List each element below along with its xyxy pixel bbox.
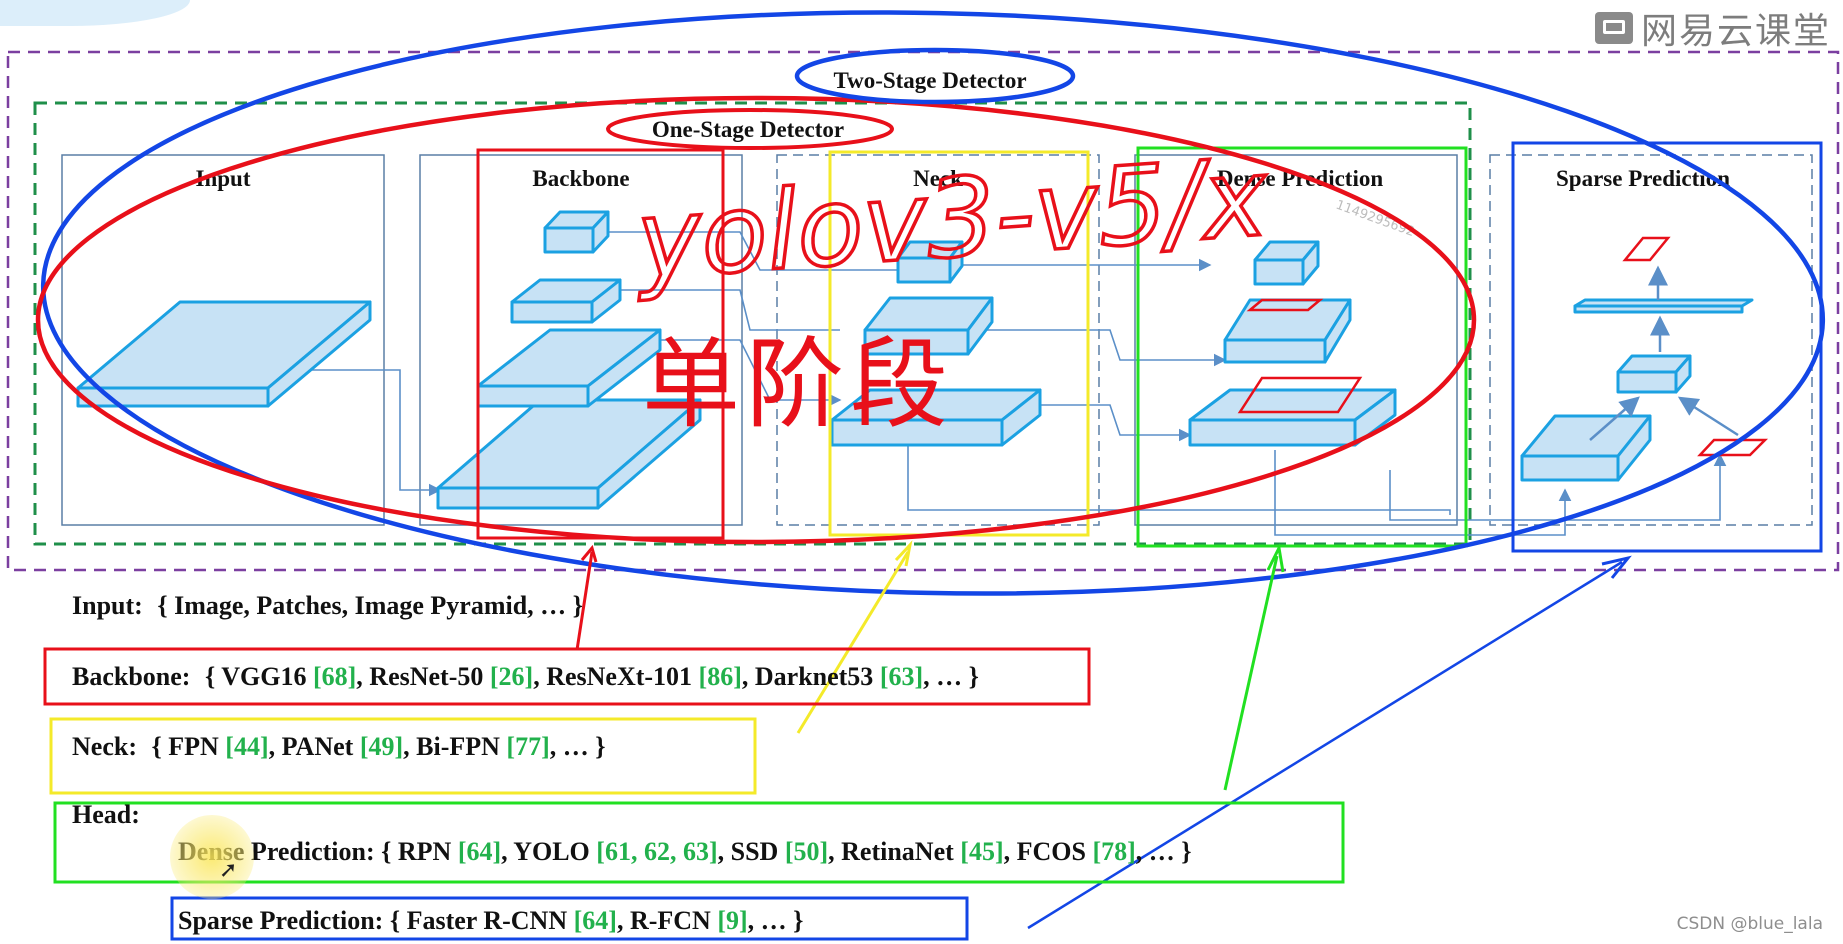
neck-legend-text: { FPN: [151, 732, 225, 761]
mouse-cursor-icon: ➚: [219, 858, 238, 883]
neck-legend-ref: [77]: [506, 732, 549, 761]
detection-boxes: [1237, 236, 1769, 457]
neck-legend-ref: [49]: [360, 732, 403, 761]
neck-legend-box: [49, 717, 757, 795]
input-legend-label: Input:: [72, 591, 143, 620]
dense-legend-text: , … }: [1136, 837, 1192, 866]
neck-legend-text: , PANet: [269, 732, 360, 761]
neck-legend-ref: [44]: [225, 732, 268, 761]
neck-legend-items: { FPN [44], PANet [49], Bi-FPN [77], … }: [151, 732, 605, 761]
sparse-arrows: [1589, 265, 1739, 441]
dense-legend: Dense Prediction: { RPN [64], YOLO [61, …: [178, 837, 1192, 866]
neck-panel: [776, 154, 1100, 526]
sparse-panel-title: Sparse Prediction: [1556, 166, 1730, 191]
neck-legend: Neck: { FPN [44], PANet [49], Bi-FPN [77…: [72, 732, 605, 761]
backbone-legend-text: , ResNeXt-101: [533, 662, 698, 691]
backbone-legend-text: , ResNet-50: [356, 662, 490, 691]
backbone-legend-ref: [63]: [880, 662, 923, 691]
dense-legend-text: , SSD: [718, 837, 785, 866]
sparse-legend-ref: [64]: [574, 906, 617, 935]
faint-id: 1149295692: [1334, 198, 1417, 240]
sparse-legend-box: [170, 896, 969, 941]
backbone-legend-text: , … }: [923, 662, 979, 691]
dense-highlight-box: [1136, 146, 1468, 548]
backbone-legend-ref: [26]: [490, 662, 533, 691]
input-legend-text: { Image, Patches, Image Pyramid, … }: [157, 591, 583, 620]
connectors: [310, 231, 1727, 536]
backbone-legend-text: { VGG16: [205, 662, 313, 691]
two-stage-title-ellipse: [794, 47, 1076, 105]
sparse-legend-ref: [9]: [717, 906, 747, 935]
handwritten-yolo-label: yolov3-v5/x: [630, 135, 1272, 304]
one-stage-frame: [33, 101, 1472, 546]
backbone-panel-title: Backbone: [532, 166, 629, 191]
head-legend-label: Head:: [72, 800, 140, 829]
sparse-legend-text: , R-FCN: [617, 906, 717, 935]
backbone-legend-ref: [68]: [313, 662, 356, 691]
dense-legend-ref: [61, 62, 63]: [596, 837, 717, 866]
dense-legend-ref: [78]: [1092, 837, 1135, 866]
input-panel: [61, 154, 385, 526]
sparse-highlight-box: [1511, 141, 1823, 553]
neck-panel-title: Neck: [913, 166, 963, 191]
backbone-legend-label: Backbone:: [72, 662, 190, 691]
input-legend: Input: { Image, Patches, Image Pyramid, …: [72, 591, 583, 620]
backbone-legend-items: { VGG16 [68], ResNet-50 [26], ResNeXt-10…: [205, 662, 979, 691]
neck-legend-text: , Bi-FPN: [403, 732, 506, 761]
handwritten-single-stage-label: 单阶段: [642, 328, 954, 442]
annotation-arrows: [575, 540, 1632, 930]
two-stage-frame: [6, 50, 1840, 572]
dense-legend-text: , YOLO: [501, 837, 596, 866]
csdn-credit: CSDN @blue_lala: [1676, 914, 1823, 934]
sparse-legend: Sparse Prediction: { Faster R-CNN [64], …: [178, 906, 803, 935]
netease-cloud-classroom-icon: [1594, 12, 1633, 44]
backbone-legend: Backbone: { VGG16 [68], ResNet-50 [26], …: [72, 662, 979, 691]
dense-legend-text: , RetinaNet: [828, 837, 960, 866]
watermark-text: 网易云课堂: [1640, 11, 1831, 52]
neck-legend-label: Neck:: [72, 732, 137, 761]
two-stage-title: Two-Stage Detector: [833, 68, 1026, 93]
dense-legend-ref: [50]: [785, 837, 828, 866]
sparse-legend-text: Sparse Prediction: { Faster R-CNN: [178, 906, 574, 935]
backbone-panel: [419, 154, 743, 526]
dense-panel: [1134, 154, 1458, 526]
neck-legend-text: , … }: [550, 732, 606, 761]
watermark: 网易云课堂: [1594, 2, 1831, 54]
sparse-panel: [1489, 154, 1813, 526]
one-stage-ellipse: [35, 95, 1477, 545]
dense-legend-text: , FCOS: [1004, 837, 1093, 866]
backbone-legend-box: [43, 647, 1091, 706]
one-stage-title-ellipse: [606, 108, 894, 150]
one-stage-title: One-Stage Detector: [652, 117, 844, 142]
dense-panel-title: Dense Prediction: [1217, 166, 1384, 191]
dense-legend-ref: [45]: [960, 837, 1003, 866]
sparse-legend-text: , … }: [748, 906, 804, 935]
head-legend-box: [53, 801, 1345, 884]
backbone-legend-text: , Darknet53: [742, 662, 880, 691]
presenter-pointer-highlight: [170, 815, 254, 899]
backbone-legend-ref: [86]: [699, 662, 742, 691]
two-stage-ellipse: [40, 10, 1826, 596]
feature-blocks: [76, 210, 1754, 510]
dense-legend-ref: [64]: [458, 837, 501, 866]
